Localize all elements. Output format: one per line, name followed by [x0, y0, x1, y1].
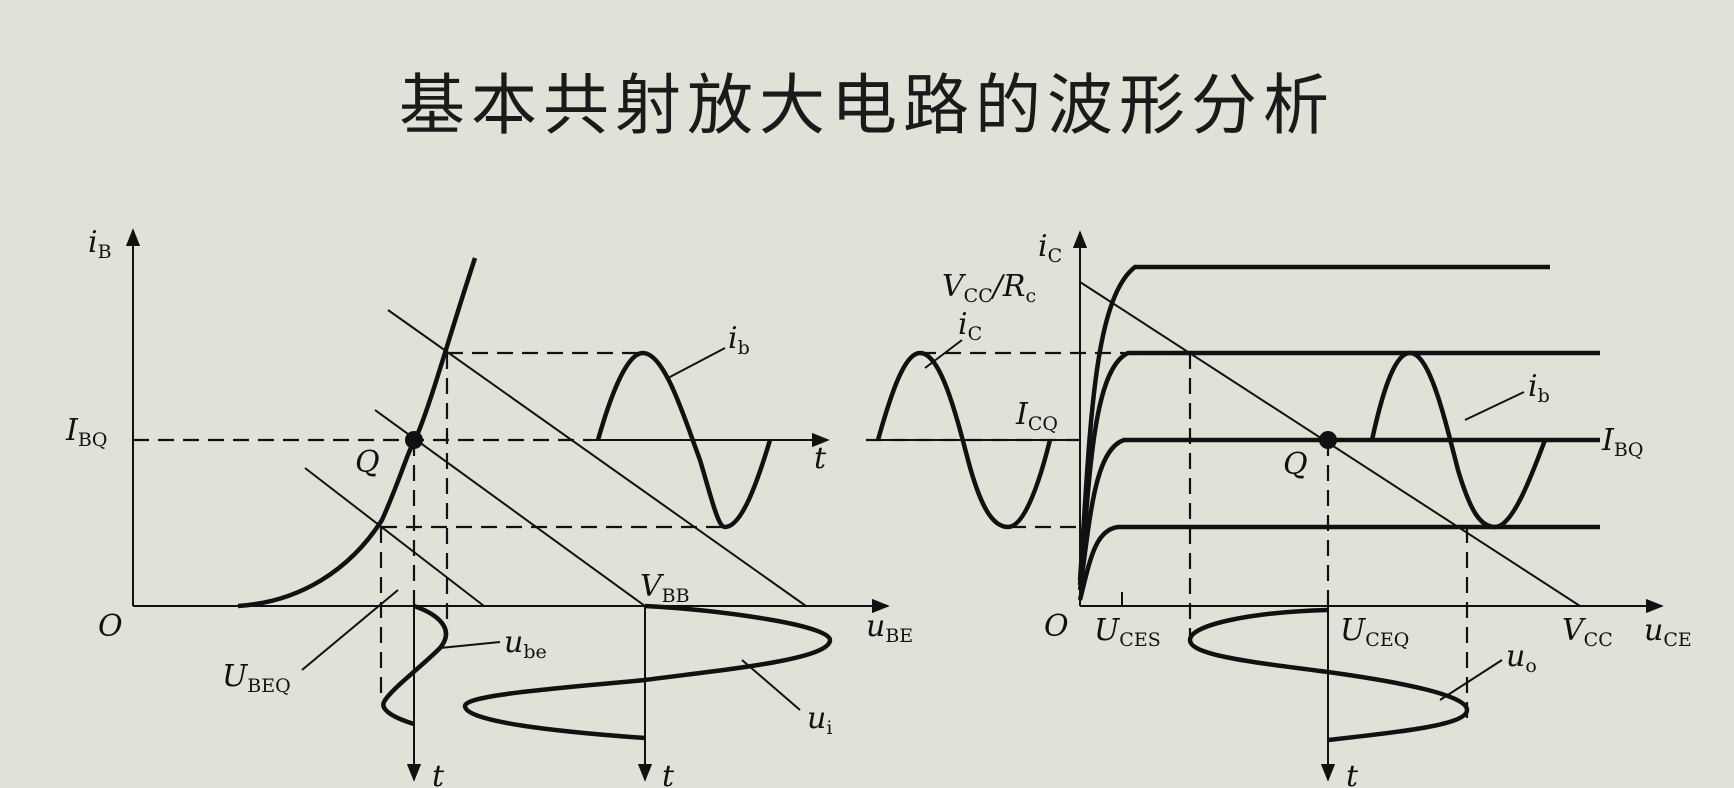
- ui-wave-label: ui: [807, 701, 832, 739]
- origin-label-output: O: [1044, 609, 1069, 644]
- vbb-label: VBB: [640, 569, 690, 607]
- vcc-label: VCC: [1562, 613, 1613, 651]
- ube-axis-label: uBE: [866, 609, 913, 647]
- ube-waveform: [381, 603, 449, 727]
- output-curve-3: [1077, 350, 1600, 586]
- ib-waveform-output: [1369, 350, 1548, 530]
- input-characteristic-diagram: iB IBQ O Q uBE VBB UBEQ ube ui ib t t t: [65, 225, 913, 788]
- load-line-3: [387, 309, 807, 607]
- uces-label: UCES: [1094, 613, 1161, 651]
- ibq-label: IBQ: [65, 413, 107, 451]
- ic-waveform: [875, 350, 1053, 530]
- ic-wave-label: iC: [958, 307, 982, 345]
- t-label-ui: t: [662, 759, 675, 788]
- t-label-uo: t: [1346, 759, 1359, 788]
- ubeq-label: UBEQ: [222, 659, 291, 697]
- t-label-ib: t: [814, 441, 827, 476]
- ib-curve-leader: [1464, 391, 1525, 421]
- q-point-output: [1319, 431, 1337, 449]
- ube-wave-leader: [439, 641, 501, 649]
- ic-wave-leader: [924, 339, 963, 369]
- output-curve-1: [1077, 524, 1600, 601]
- ubeq-leader: [301, 589, 399, 671]
- ibq-label-output: IBQ: [1601, 423, 1643, 461]
- q-label-output: Q: [1283, 447, 1308, 482]
- ui-waveform: [462, 603, 833, 741]
- page-title: 基本共射放大电路的波形分析: [399, 67, 1335, 144]
- origin-label-input: O: [98, 609, 123, 644]
- output-curve-4: [1077, 264, 1550, 581]
- icq-label: ICQ: [1015, 397, 1058, 435]
- t-label-ube: t: [432, 759, 445, 788]
- uo-leader: [1439, 659, 1503, 701]
- ib-waveform: [595, 350, 773, 530]
- vcc-rc-label: VCC/Rc: [942, 269, 1036, 307]
- uce-axis-label: uCE: [1644, 613, 1692, 651]
- input-characteristic-curve: [237, 257, 478, 609]
- ib-wave-label: ib: [728, 321, 750, 359]
- load-line-1: [304, 467, 485, 607]
- uo-waveform: [1187, 607, 1470, 743]
- ube-wave-label: ube: [504, 625, 547, 663]
- q-label-input: Q: [355, 445, 380, 480]
- ic-axis-label: iC: [1038, 229, 1062, 267]
- ib-wave-leader: [667, 347, 726, 379]
- q-point-input: [405, 431, 423, 449]
- uceq-label: UCEQ: [1340, 613, 1409, 651]
- uo-label: uo: [1506, 639, 1537, 677]
- output-characteristic-diagram: iC VCC/Rc iC ICQ Q ib IBQ O UCES UCEQ VC…: [866, 229, 1692, 788]
- ib-curve-label: ib: [1528, 369, 1550, 407]
- ib-axis-label: iB: [88, 225, 112, 263]
- ui-wave-leader: [741, 659, 801, 711]
